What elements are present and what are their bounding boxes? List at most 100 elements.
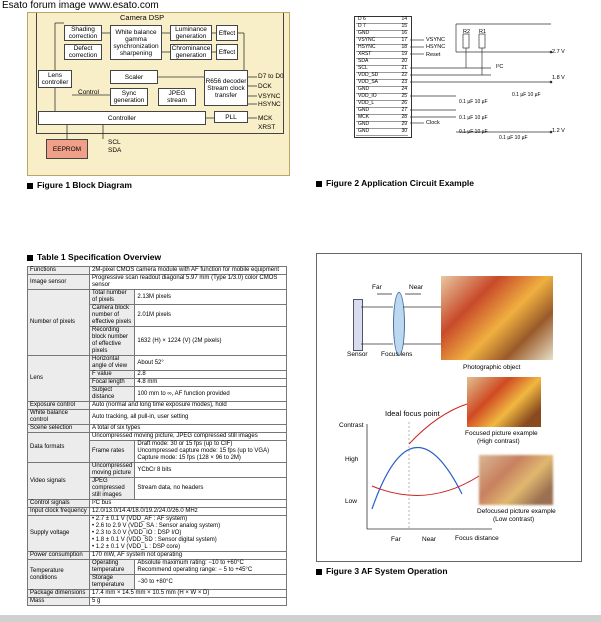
control-label: Control (78, 89, 99, 96)
sub-label: Camera block number of effective pixels (88, 304, 136, 327)
ideal-focus-label: Ideal focus point (385, 409, 440, 418)
scaler-block: Scaler (110, 70, 158, 84)
pin-name: VDD_SD (358, 72, 379, 78)
pin-number: 30 (401, 128, 407, 134)
pin-name: D 7 (358, 23, 366, 29)
pin-number: 27 (401, 107, 407, 113)
sub-label: Storage temperature (88, 574, 136, 590)
sub-label: Frame rates (88, 440, 136, 463)
forum-banner: Esato forum image www.esato.com (0, 0, 601, 12)
row-value: Uncompressed moving picture, JPEG compre… (89, 432, 287, 441)
vsync-label: VSYNC (258, 93, 281, 100)
r2-label: R2 (463, 29, 471, 35)
defocused-sub-label: (Low contrast) (493, 516, 535, 523)
sub-value: 2.8 (134, 370, 287, 379)
cap-label-2: 0.1 µF 10 µF (459, 99, 488, 105)
sub-label: Total number of pixels (88, 289, 136, 305)
pin-number: 25 (401, 93, 407, 99)
defocused-label: Defocused picture example (477, 508, 556, 515)
caption-bullet (316, 180, 322, 187)
module-connector (354, 16, 412, 138)
block-diagram: Camera DSP Shading correction Defect cor… (27, 12, 290, 176)
clock-label: Clock (426, 120, 440, 126)
pin-number: 20 (401, 58, 407, 64)
sensor-graphic (353, 299, 363, 351)
near-top-label: Near (409, 284, 424, 291)
row-label: Lens (27, 355, 90, 402)
scl-label: SCL (108, 139, 121, 146)
block-diagram-arrows (54, 22, 257, 139)
row-value: Progressive scan readout diagonal 5.97 m… (89, 274, 287, 290)
supply-line: • 2.7 ± 0.1 V (VDD_AF : AF system) (92, 516, 188, 522)
effect-block-2: Effect (216, 44, 238, 60)
row-value: 17.4 mm × 14.5 mm × 10.5 mm (H × W × D) (89, 589, 287, 598)
supply-line: • 2.6 to 2.9 V (VDD_SA : Sensor analog s… (92, 523, 221, 529)
r656-block: R656 decoder Stream clock transfer (204, 70, 248, 106)
contrast-curve-chart (361, 293, 492, 530)
defocus-arrow (371, 475, 480, 496)
photographic-object-image (441, 276, 553, 360)
row-label: Data formats (27, 432, 90, 463)
figure1-caption-text: Figure 1 Block Diagram (37, 180, 132, 190)
sub-label: Operating temperature (88, 559, 136, 575)
contrast-label: Contrast (339, 422, 364, 429)
camera-dsp-title: Camera DSP (120, 13, 165, 22)
pin-name: XRST (358, 51, 372, 57)
mck-label: MCK (258, 115, 273, 122)
row-label: Image sensor (27, 274, 90, 290)
v27-label: 2.7 V (552, 49, 565, 55)
sub-value: 2.13M pixels (134, 289, 287, 305)
dck-label: DCK (258, 83, 272, 90)
table-row: Recording block number of effective pixe… (28, 326, 287, 356)
row-value: A total of six types (89, 424, 287, 433)
i2c-label: I²C (496, 64, 504, 70)
focused-label: Focused picture example (465, 430, 538, 437)
pin-number: 29 (401, 121, 407, 127)
sync-block: Sync generation (110, 88, 148, 106)
row-label: Supply voltage (27, 515, 90, 552)
pin-number: 23 (401, 79, 407, 85)
table1-caption-text: Table 1 Specification Overview (37, 252, 162, 262)
contrast-curve (371, 447, 463, 510)
sub-label: Uncompressed moving picture (88, 462, 136, 478)
wb-block: White balance gamma synchronization shar… (110, 25, 162, 60)
table1-caption: Table 1 Specification Overview (27, 252, 161, 262)
pin-name: GND (358, 107, 370, 113)
pin-name: VDD_SA (358, 79, 379, 85)
row-value: 12.0/13.0/14.4/18.0/19.2/24.0/26.0 MHz (89, 507, 287, 516)
pin-row: VDD_SA 23 (356, 79, 408, 87)
cap-label-5: 0.1 µF 10 µF (499, 135, 528, 141)
pin-name: GND (358, 128, 370, 134)
sub-value: 1632 (H) × 1224 (V) (2M pixels) (134, 326, 287, 356)
ideal-focus-arrow (408, 403, 468, 445)
sub-label: JPEG compressed still images (88, 477, 136, 500)
pin-number: 15 (401, 23, 407, 29)
caption-bullet (27, 182, 33, 189)
hsync-label: HSYNC (258, 101, 281, 108)
af-diagram: Far Near Sensor Focus lens Photographic … (316, 253, 582, 562)
supply-cell: • 2.7 ± 0.1 V (VDD_AF : AF system) • 2.6… (89, 515, 287, 552)
row-label: Functions (27, 266, 90, 275)
xrst-label: XRST (258, 124, 276, 131)
supply-line: • 2.3 to 3.0 V (VDD_IO : DSP I/O) (92, 530, 182, 536)
figure3-caption-text: Figure 3 AF System Operation (326, 566, 448, 576)
sub-value: −30 to +80°C (134, 574, 287, 590)
row-label: Number of pixels (27, 289, 90, 356)
effect-block-1: Effect (216, 25, 238, 41)
sub-value: YCbCr 8 bits (134, 462, 287, 478)
figure2-caption-text: Figure 2 Application Circuit Example (326, 178, 474, 188)
pin-name: SCL (358, 65, 368, 71)
